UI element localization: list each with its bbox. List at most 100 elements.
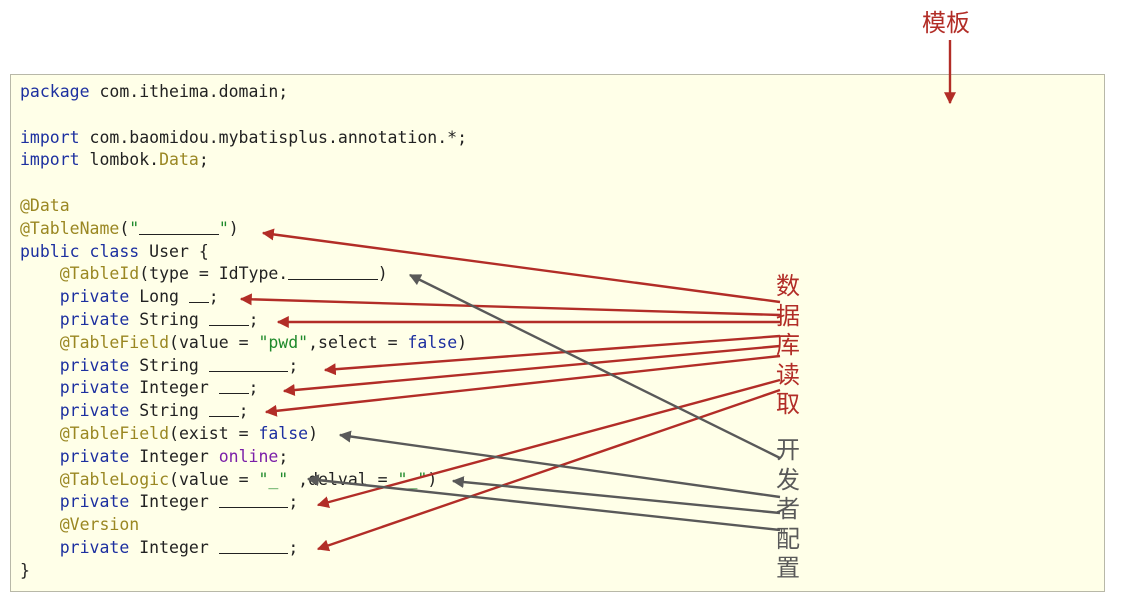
blank-placeholder: ___ [208,399,239,418]
code-token: import [20,127,80,147]
code-token: online [218,446,279,466]
code-line: @TableField(exist = false) [20,422,318,445]
blank-placeholder: _________ [288,262,378,281]
code-token: ; [238,401,249,421]
code-token: private [59,492,130,512]
dev-config-arrow [451,476,781,515]
code-token: @Version [59,515,140,535]
db-read-arrow [316,388,781,552]
db-read-arrow [282,344,781,396]
code-token: @TableName [20,218,120,238]
blank-placeholder: _______ [218,490,289,509]
code-token: (type = IdType. [139,264,289,284]
code-token: (exist = [169,424,259,443]
label-char: 库 [776,331,800,359]
code-line: @Version [20,513,139,536]
label-char: 取 [776,390,800,418]
dev-config-arrow [408,273,781,460]
code-token: ; [198,150,209,170]
code-token: package [20,82,90,101]
blank-placeholder: ________ [139,217,219,235]
code-token: private [59,378,130,398]
code-line: } [20,559,30,582]
code-token: (value = [169,469,259,489]
label-char: 置 [776,554,800,582]
code-token: false [407,332,458,352]
code-token: ; [278,446,289,466]
code-line: private Integer _______; [20,536,299,559]
code-line: @TableName("________") [20,217,239,240]
code-token: "_" [258,469,289,489]
code-line: public class User { [20,240,209,263]
label-char: 开 [776,436,800,464]
code-token: ; [288,355,299,375]
code-token: Long [129,287,189,307]
code-token: ; [288,538,299,557]
code-line: private Integer _______; [20,490,299,513]
code-token: ; [248,310,259,329]
db-read-arrow [316,378,781,508]
code-line: import lombok.Data; [20,148,209,171]
code-token: (value = [169,332,259,352]
db-read-arrow [264,354,781,417]
code-line: package com.itheima.domain; [20,80,288,103]
code-token: private [59,446,130,466]
code-token: User { [139,241,209,261]
code-line: @TableField(value = "pwd",select = false… [20,331,467,354]
template-title: 模板 [922,9,970,37]
code-token: class [89,241,140,261]
code-token: com.baomidou.mybatisplus.annotation.*; [79,127,468,147]
code-line: private String ___; [20,399,249,422]
code-token: private [59,287,130,307]
dev-config-arrow [338,430,781,499]
code-line: import com.baomidou.mybatisplus.annotati… [20,126,467,149]
code-token: private [59,310,130,329]
code-token: @Data [20,196,70,215]
code-token: } [20,560,30,580]
db-read-arrow [261,228,781,304]
code-token: ( [119,218,130,238]
code-token: ; [208,287,219,307]
code-token: false [258,424,309,443]
code-token: @TableField [59,332,170,352]
code-token: ; [248,378,259,398]
code-token: ,select = [308,332,408,352]
code-token: ) [457,332,468,352]
code-line: private String ____; [20,308,259,331]
code-token: public [20,241,80,261]
code-token: Integer [129,538,219,557]
code-token: private [59,355,130,375]
code-line: private Integer ___; [20,376,259,399]
blank-placeholder: ________ [208,354,289,372]
code-token: "pwd" [258,332,309,352]
blank-placeholder: _______ [218,536,289,554]
code-line: private String ________; [20,354,299,377]
code-token: String [129,355,209,375]
code-token: ) [377,264,388,284]
code-token: String [129,310,209,329]
code-token: " [129,218,140,238]
code-token: lombok. [79,150,160,170]
code-line: @Data [20,194,70,217]
code-token: @TableLogic [59,469,170,489]
code-token: ; [288,492,299,512]
label-char: 读 [776,360,800,389]
code-token: ) [228,218,239,238]
label-char: 发 [776,465,800,494]
label-char: 数 [776,272,800,300]
db-read-arrow [239,293,781,317]
code-token: @TableId [59,264,140,284]
code-token: com.itheima.domain; [89,82,289,101]
code-token: private [59,401,130,421]
label-char: 据 [776,301,800,330]
blank-placeholder: __ [188,285,209,304]
code-token: String [129,401,209,421]
code-token: Integer [129,378,219,398]
code-token: @TableField [59,424,170,443]
code-line: private Integer online; [20,445,289,468]
code-line: @TableId(type = IdType._________) [20,262,388,285]
code-token: Data [159,150,199,170]
code-token: Integer [129,446,219,466]
code-token: ) [427,469,438,489]
